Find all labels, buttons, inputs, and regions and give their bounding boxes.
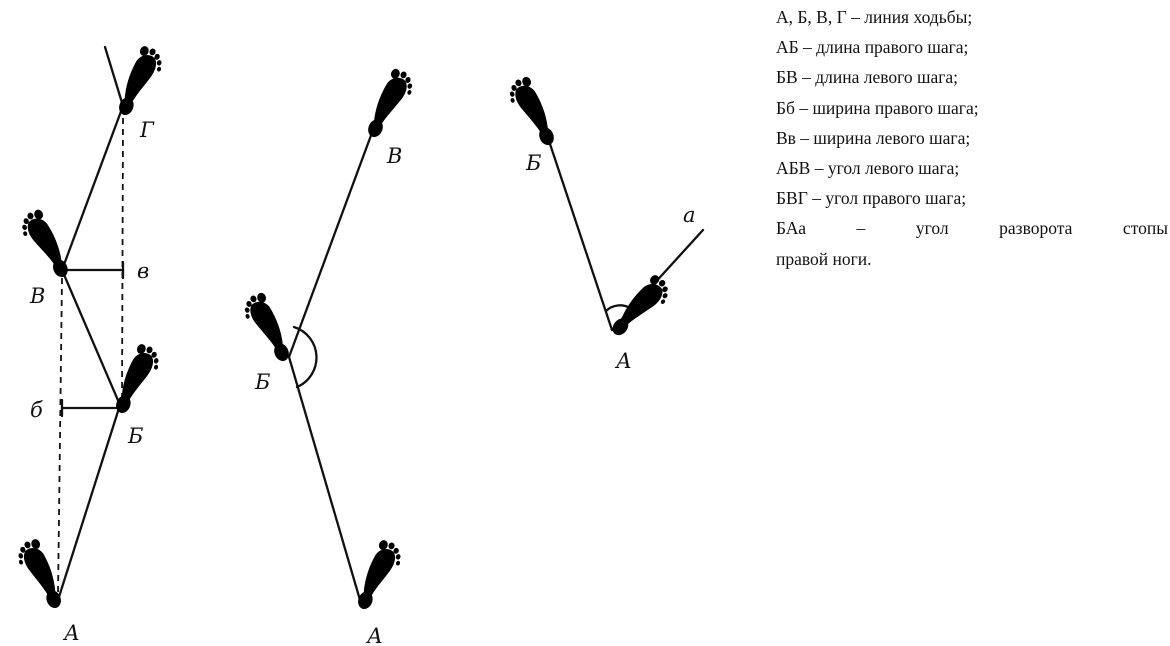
walking-line-b-a <box>546 136 614 332</box>
legend-item: Бб – ширина правого шага; <box>776 97 979 118</box>
walking-line-b-a <box>287 355 362 602</box>
label-b-small: б <box>30 398 43 422</box>
right-diagram: Б а А <box>504 75 705 373</box>
legend-item: БВ – длина левого шага; <box>776 67 959 88</box>
dashed-line-left <box>57 277 63 597</box>
right-foot-a <box>609 272 676 347</box>
label-g: Г <box>139 118 155 142</box>
legend-item-foot-angle-end: правой ноги. <box>776 248 872 269</box>
label-a: А <box>62 621 80 645</box>
label-b: Б <box>127 424 143 448</box>
legend-word: разворота <box>999 218 1073 239</box>
legend-word: угол <box>915 218 949 239</box>
middle-diagram: В Б А <box>239 66 418 646</box>
dashed-line-right <box>121 117 124 401</box>
legend-item: Вв – ширина левого шага; <box>776 127 971 148</box>
label-v-small: в <box>137 259 149 283</box>
legend-word: – <box>856 218 866 239</box>
left-foot-v <box>16 207 70 284</box>
walking-line-b-a <box>56 403 122 602</box>
left-foot-a <box>13 537 63 614</box>
legend-item-foot-angle: БАа – угол разворота стопы <box>776 213 1168 243</box>
walking-line-v-b <box>287 128 375 359</box>
left-diagram: Г в В б Б А <box>13 44 167 645</box>
left-foot-b <box>504 75 556 152</box>
walking-line-g-v <box>60 104 125 272</box>
legend-item: А, Б, В, Г – линия ходьбы; <box>776 7 973 27</box>
label-a-small: а <box>683 203 696 227</box>
legend: А, Б, В, Г – линия ходьбы; АБ – длина пр… <box>776 2 1168 274</box>
gait-diagram: Г в В б Б А В Б А Б а <box>0 44 705 646</box>
label-a: А <box>614 349 632 373</box>
right-foot-b <box>113 342 164 420</box>
right-foot-a <box>355 538 406 616</box>
left-foot-b <box>239 291 291 368</box>
legend-word: БАа <box>776 218 806 239</box>
step-angle-arc <box>292 325 318 389</box>
label-v: В <box>29 284 45 308</box>
label-v: В <box>386 144 402 168</box>
direction-line <box>103 45 125 108</box>
walking-line-v-b <box>60 268 122 407</box>
label-a: А <box>365 624 383 646</box>
label-b: Б <box>525 151 541 175</box>
legend-word: стопы <box>1122 218 1168 239</box>
legend-item: БВГ – угол правого шага; <box>776 188 967 209</box>
legend-item: АБ – длина правого шага; <box>776 37 969 58</box>
right-foot-g <box>116 44 167 122</box>
right-foot-v <box>365 66 418 145</box>
legend-item: АБВ – угол левого шага; <box>776 158 960 179</box>
label-b: Б <box>254 370 270 394</box>
